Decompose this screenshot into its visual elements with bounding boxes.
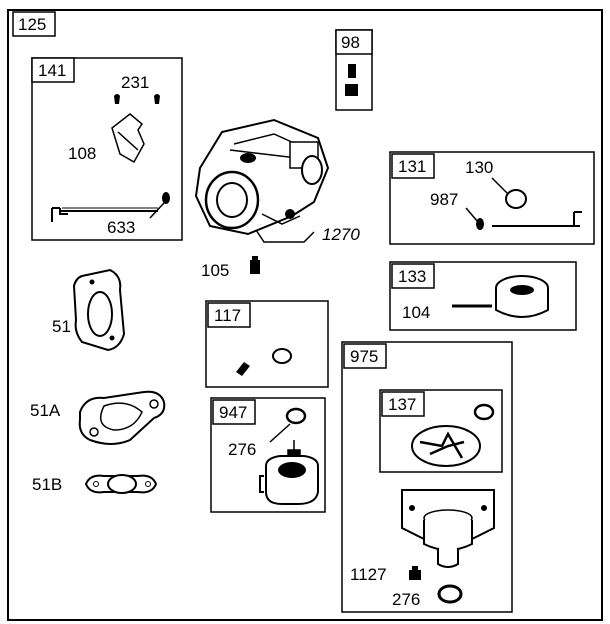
bowl-screw-icon xyxy=(409,566,421,580)
screw-icon xyxy=(114,94,120,104)
kit-947[interactable]: 947 276 xyxy=(210,397,326,513)
kit-137[interactable]: 137 xyxy=(379,389,503,473)
carburetor-label: 1270 xyxy=(322,225,360,244)
gasket-51b[interactable]: 51B xyxy=(32,474,158,494)
gasket-51a[interactable]: 51A xyxy=(30,390,166,445)
screw-icon xyxy=(154,94,160,104)
part-633-label: 633 xyxy=(107,218,135,237)
gasket-51b-label: 51B xyxy=(32,475,62,494)
kit-137-label: 137 xyxy=(388,395,416,414)
gasket-51a-label: 51A xyxy=(30,401,61,420)
seal-icon xyxy=(345,84,358,96)
kit-141-label: 141 xyxy=(38,61,66,80)
kit-98-label: 98 xyxy=(341,33,360,52)
o-ring-icon xyxy=(437,584,463,604)
kit-133[interactable]: 133 104 xyxy=(389,261,577,331)
screw-icon xyxy=(236,362,250,376)
kit-975[interactable]: 975 137 1127 276 xyxy=(341,341,513,613)
kit-131-label: 131 xyxy=(398,157,426,176)
kit-133-label: 133 xyxy=(398,267,426,286)
float-ball-icon xyxy=(505,189,527,209)
kit-117-label: 117 xyxy=(214,306,241,325)
part-104-label: 104 xyxy=(402,303,430,322)
part-276b-label: 276 xyxy=(392,590,420,609)
assembly-frame xyxy=(7,9,603,621)
o-ring-icon xyxy=(473,403,495,421)
part-231-label: 231 xyxy=(121,73,149,92)
throttle-plate-icon xyxy=(111,113,145,164)
part-987-label: 987 xyxy=(430,190,458,209)
carburetor[interactable]: 1270 xyxy=(194,118,360,244)
needle-icon xyxy=(476,218,484,230)
throttle-shaft-icon xyxy=(51,207,158,222)
gasket-51-label: 51 xyxy=(52,317,71,336)
part-105[interactable]: 105 xyxy=(201,256,260,280)
kit-975-label: 975 xyxy=(350,347,378,366)
o-ring-icon xyxy=(285,407,307,425)
kit-117[interactable]: 117 xyxy=(205,300,329,388)
part-130-label: 130 xyxy=(465,158,493,177)
part-105-label: 105 xyxy=(201,261,229,280)
kit-947-label: 947 xyxy=(219,403,247,422)
pin-icon xyxy=(348,64,356,78)
part-1127-label: 1127 xyxy=(350,565,387,584)
kit-141[interactable]: 141 231 108 633 xyxy=(31,57,183,241)
fitting-icon xyxy=(250,256,260,274)
kit-131[interactable]: 131 130 987 xyxy=(389,151,595,245)
assembly-label-box xyxy=(12,11,56,37)
part-276-label: 276 xyxy=(228,440,256,459)
gasket-51[interactable]: 51 xyxy=(52,268,126,352)
seal-icon xyxy=(162,192,170,204)
seal-icon xyxy=(272,348,292,364)
part-108-label: 108 xyxy=(68,144,96,163)
kit-98[interactable]: 98 xyxy=(335,29,373,111)
choke-shaft-icon xyxy=(492,211,582,227)
assembly-label: 125 xyxy=(18,15,46,34)
